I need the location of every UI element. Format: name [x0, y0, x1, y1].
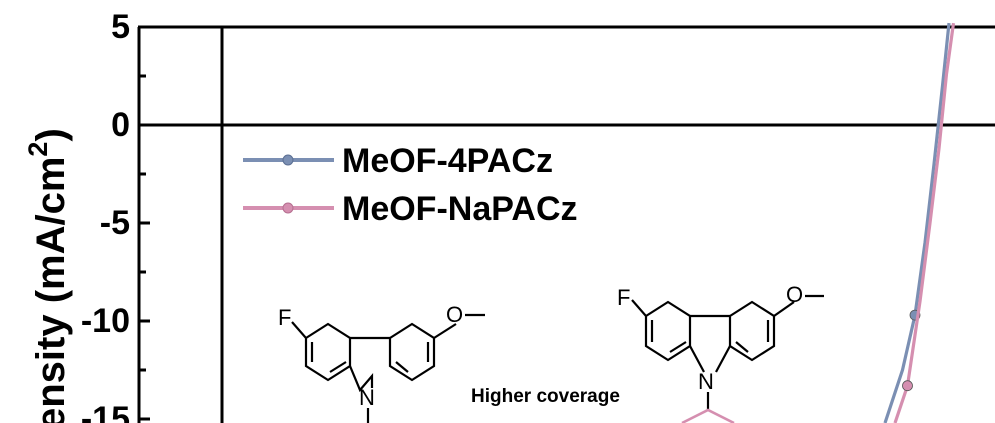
axes-frame [137, 25, 995, 423]
atom-label-n-right: N [698, 369, 714, 394]
bond [689, 345, 705, 373]
bond [433, 323, 457, 339]
y-axis-title-main: ensity (mA/cm [29, 157, 73, 423]
y-axis-title: ensity (mA/cm2) [23, 128, 73, 423]
legend-marker-meof-napacz [282, 202, 294, 214]
bond [631, 299, 692, 362]
atom-label-o-left: O [446, 302, 463, 327]
series-layer [883, 22, 956, 423]
y-tick-label: -10 [81, 302, 130, 340]
legend-marker-meof-4pacz [282, 154, 294, 166]
bond [388, 322, 436, 382]
y-tick-label: 0 [111, 106, 130, 144]
bond [669, 341, 687, 353]
legend-label-meof-napacz: MeOF-NaPACz [342, 190, 578, 228]
molecule-right: F N O [617, 282, 824, 423]
molecule-left: F N O [278, 302, 485, 423]
legend-label-meof-4pacz: MeOF-4PACz [342, 142, 553, 180]
y-axis-title-sup: 2 [23, 142, 53, 157]
y-axis-title-close: ) [29, 128, 73, 141]
bond [329, 361, 347, 373]
y-ticks [139, 74, 150, 421]
bond [291, 321, 352, 382]
bond [395, 361, 409, 373]
svg-text:ensity (mA/cm2): ensity (mA/cm2) [23, 128, 73, 423]
y-tick-label: -15 [81, 400, 130, 423]
atom-label-n-left: N [359, 385, 375, 410]
annotation-higher-coverage: Higher coverage [471, 386, 620, 407]
series-marker [902, 380, 913, 392]
y-tick-label: 5 [111, 8, 130, 46]
bond [715, 345, 731, 373]
bond [773, 301, 795, 317]
bond [348, 365, 374, 393]
atom-label-o-right: O [786, 282, 803, 307]
bond [735, 341, 749, 353]
y-tick-label: -5 [100, 204, 130, 242]
atom-label-f-left: F [278, 305, 291, 330]
y-tick-labels: 5 0 -5 -10 -15 [81, 8, 130, 423]
naphthyl-fragment [681, 408, 735, 423]
atom-label-f-right: F [617, 285, 630, 310]
series-line-0 [883, 22, 951, 423]
legend: MeOF-4PACz MeOF-NaPACz [243, 142, 578, 228]
